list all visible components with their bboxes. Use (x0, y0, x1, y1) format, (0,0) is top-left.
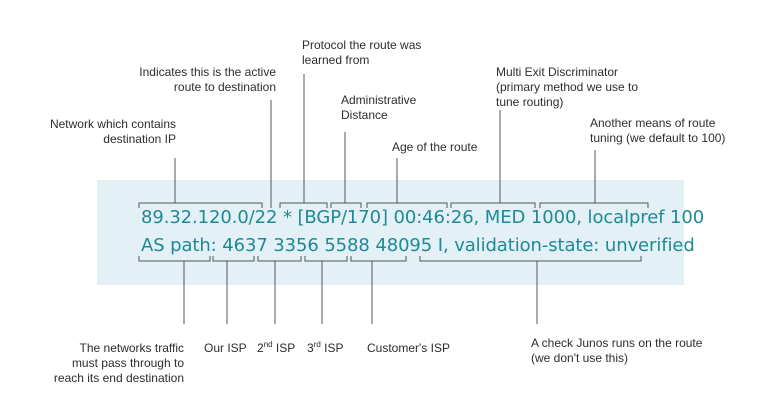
bracket-network (138, 202, 263, 208)
label-our-isp: Our ISP (204, 341, 247, 355)
label-age: Age of the route (392, 140, 478, 154)
label-active-route: Indicates this is the active route to de… (139, 65, 276, 94)
label-as-path: The networks traffic must pass through t… (53, 341, 184, 385)
route-line-1: 89.32.120.0/22 * [BGP/170] 00:46:26, MED… (141, 207, 705, 228)
bracket-localpref (539, 202, 649, 208)
label-3rd-isp: 3rd ISP (307, 340, 344, 356)
label-customer-isp: Customer's ISP (367, 341, 450, 355)
bracket-as-path (138, 256, 211, 262)
bracket-protocol (279, 202, 328, 208)
bracket-age (366, 202, 448, 208)
label-validation: A check Junos runs on the route (we don'… (531, 336, 703, 365)
bracket-med (450, 202, 536, 208)
label-med: Multi Exit Discriminator (primary method… (496, 65, 639, 109)
bracket-2nd-isp (257, 256, 302, 262)
bracket-admin (330, 202, 362, 208)
label-localpref: Another means of route tuning (we defaul… (590, 116, 726, 145)
label-admin-distance: Administrative Distance (341, 93, 417, 122)
bracket-3rd-isp (304, 256, 348, 262)
bracket-validation (419, 256, 642, 262)
route-panel (97, 180, 684, 285)
bracket-our-isp (212, 256, 255, 262)
label-2nd-isp: 2nd ISP (257, 340, 296, 356)
route-line-2: AS path: 4637 3356 5588 48095 I, validat… (141, 235, 695, 256)
label-protocol: Protocol the route was learned from (302, 38, 422, 67)
bracket-customer-isp (350, 256, 407, 262)
label-network: Network which contains destination IP (49, 117, 176, 146)
